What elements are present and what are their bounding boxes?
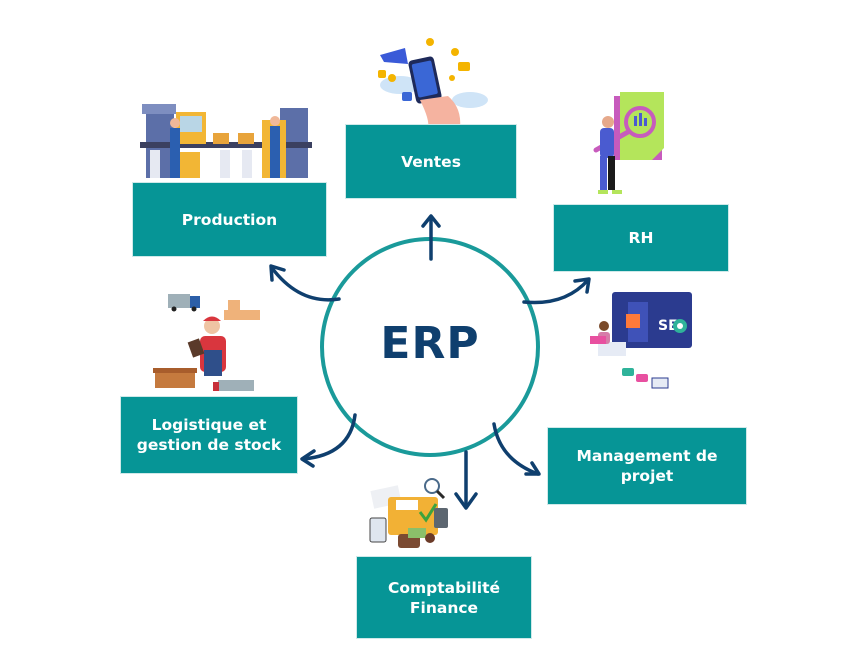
module-label-comptabilite: Comptabilité Finance	[387, 578, 501, 617]
arrow-to-management	[492, 422, 541, 476]
module-box-ventes[interactable]: Ventes	[345, 124, 517, 199]
erp-center-label: ERP	[380, 318, 480, 369]
finance-illustration	[369, 478, 448, 548]
arrow-to-comptabilite	[454, 450, 478, 510]
hr-illustration	[593, 92, 664, 194]
module-box-management[interactable]: Management de projet	[547, 427, 747, 505]
module-box-rh[interactable]: RH	[553, 204, 729, 272]
arrow-to-ventes	[421, 214, 441, 261]
module-label-management: Management de projet	[576, 447, 718, 485]
arrow-to-rh	[522, 277, 591, 305]
module-label-logistique: Logistique et gestion de stock	[136, 416, 282, 454]
marketing-illustration	[378, 38, 488, 128]
logistics-illustration	[153, 294, 260, 391]
module-label-ventes: Ventes	[401, 152, 461, 171]
arrow-to-production	[269, 264, 341, 302]
module-box-comptabilite[interactable]: Comptabilité Finance	[356, 556, 532, 639]
module-label-production: Production	[181, 210, 278, 229]
project-illustration: SE	[590, 292, 692, 389]
module-label-rh: RH	[628, 229, 654, 247]
factory-illustration	[140, 104, 312, 178]
svg-text:SE: SE	[658, 318, 678, 334]
module-box-logistique[interactable]: Logistique et gestion de stock	[120, 396, 298, 474]
arrow-to-logistique	[300, 413, 357, 468]
module-box-production[interactable]: Production	[132, 182, 327, 257]
